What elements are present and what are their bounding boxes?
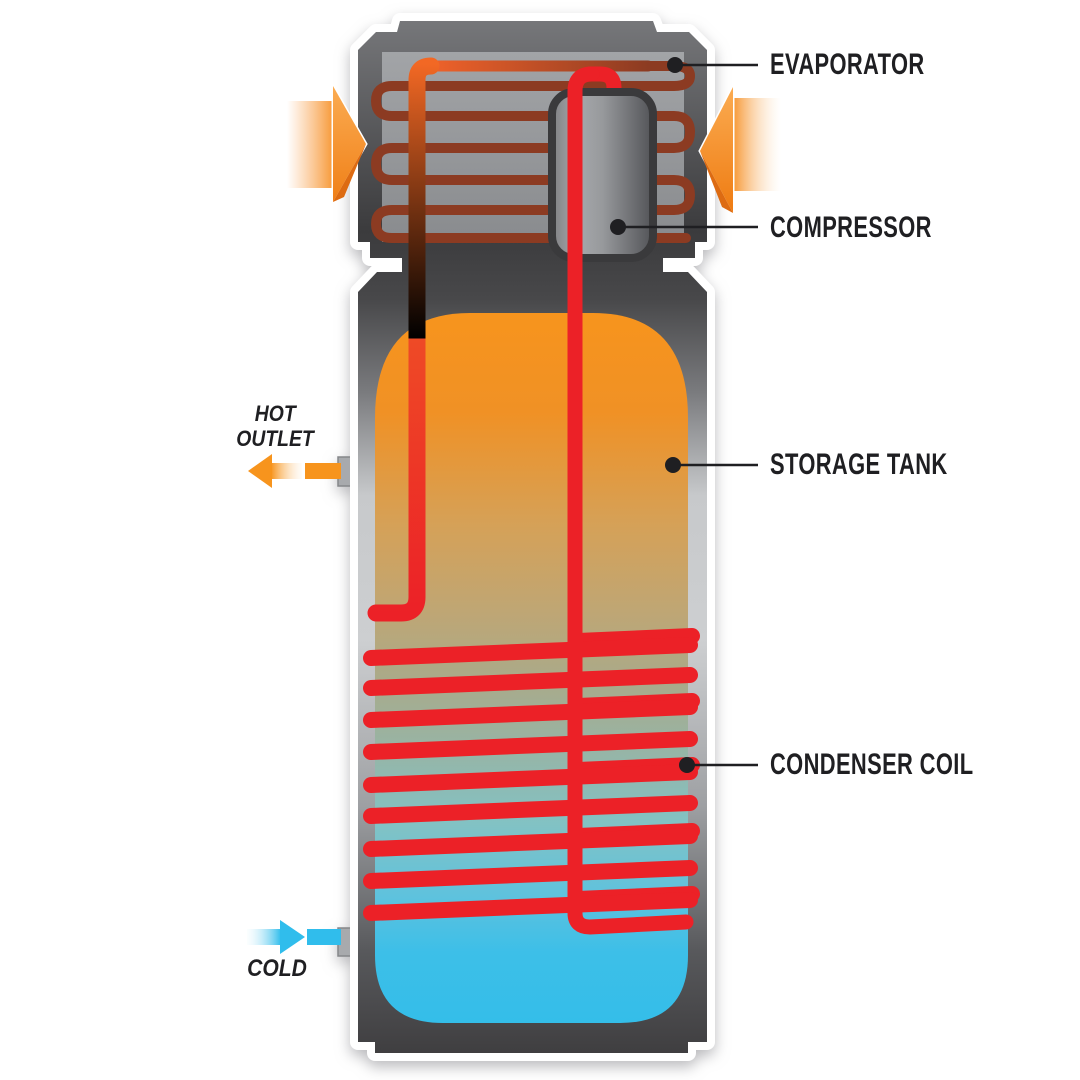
storage-tank-label-text: STORAGE TANK	[770, 448, 948, 481]
air-in-arrow-right	[698, 86, 781, 214]
callout-lines	[618, 63, 758, 767]
hot-outlet-line2: OUTLET	[236, 426, 314, 451]
arrow-head	[248, 454, 272, 488]
evaporator-return-pipe	[367, 57, 440, 622]
compressor-body	[548, 88, 657, 262]
callout-dots	[610, 57, 695, 773]
arrow-tail	[247, 929, 281, 945]
coil-winding	[363, 667, 698, 696]
coil-winding	[363, 892, 698, 921]
condenser-coil-callout-dot	[679, 757, 695, 773]
arrow-tail	[271, 463, 302, 479]
coil-winding	[363, 860, 698, 889]
evaporator-callout-dot	[667, 57, 683, 73]
hot-outlet-line1: HOT	[254, 401, 296, 426]
cold-inlet-label-text: COLD	[247, 955, 307, 982]
coil-winding	[363, 764, 698, 793]
arrow-tail	[287, 101, 333, 188]
evaporator-coil	[370, 61, 696, 243]
hot-outlet-label: HOT OUTLET	[200, 401, 350, 451]
condenser-supply-pipe	[567, 66, 694, 935]
coil-winding	[363, 699, 698, 728]
coil-winding	[363, 637, 698, 666]
storage-tank-callout-dot	[665, 457, 681, 473]
condenser-coil	[363, 628, 700, 921]
condenser-coil-label: CONDENSER COIL	[770, 750, 1049, 780]
coil-winding	[363, 828, 698, 857]
coil-winding	[363, 731, 698, 760]
coil-winding	[363, 795, 698, 824]
arrow-head	[280, 920, 305, 954]
arrow-head-shade	[700, 151, 733, 213]
coil-winding-back	[570, 628, 700, 649]
cold-pipe-segment	[307, 929, 341, 945]
compressor-label: COMPRESSOR	[770, 213, 992, 243]
evaporator-label-text: EVAPORATOR	[770, 48, 925, 81]
compressor-callout-dot	[610, 219, 626, 235]
hot-pipe-segment	[305, 463, 341, 479]
compressor-discharge-elbow	[588, 66, 622, 108]
arrow-tail	[734, 98, 781, 191]
condenser-coil-label-text: CONDENSER COIL	[770, 748, 974, 781]
air-in-arrow-left	[287, 80, 368, 208]
evaporator-label: EVAPORATOR	[770, 50, 982, 80]
cold-inlet-arrow	[247, 920, 341, 954]
arrow-head-shade	[333, 144, 366, 202]
storage-tank-label: STORAGE TANK	[770, 450, 1013, 480]
cold-inlet-label: COLD	[202, 956, 352, 981]
compressor-label-text: COMPRESSOR	[770, 211, 932, 244]
hot-outlet-arrow	[248, 454, 341, 488]
